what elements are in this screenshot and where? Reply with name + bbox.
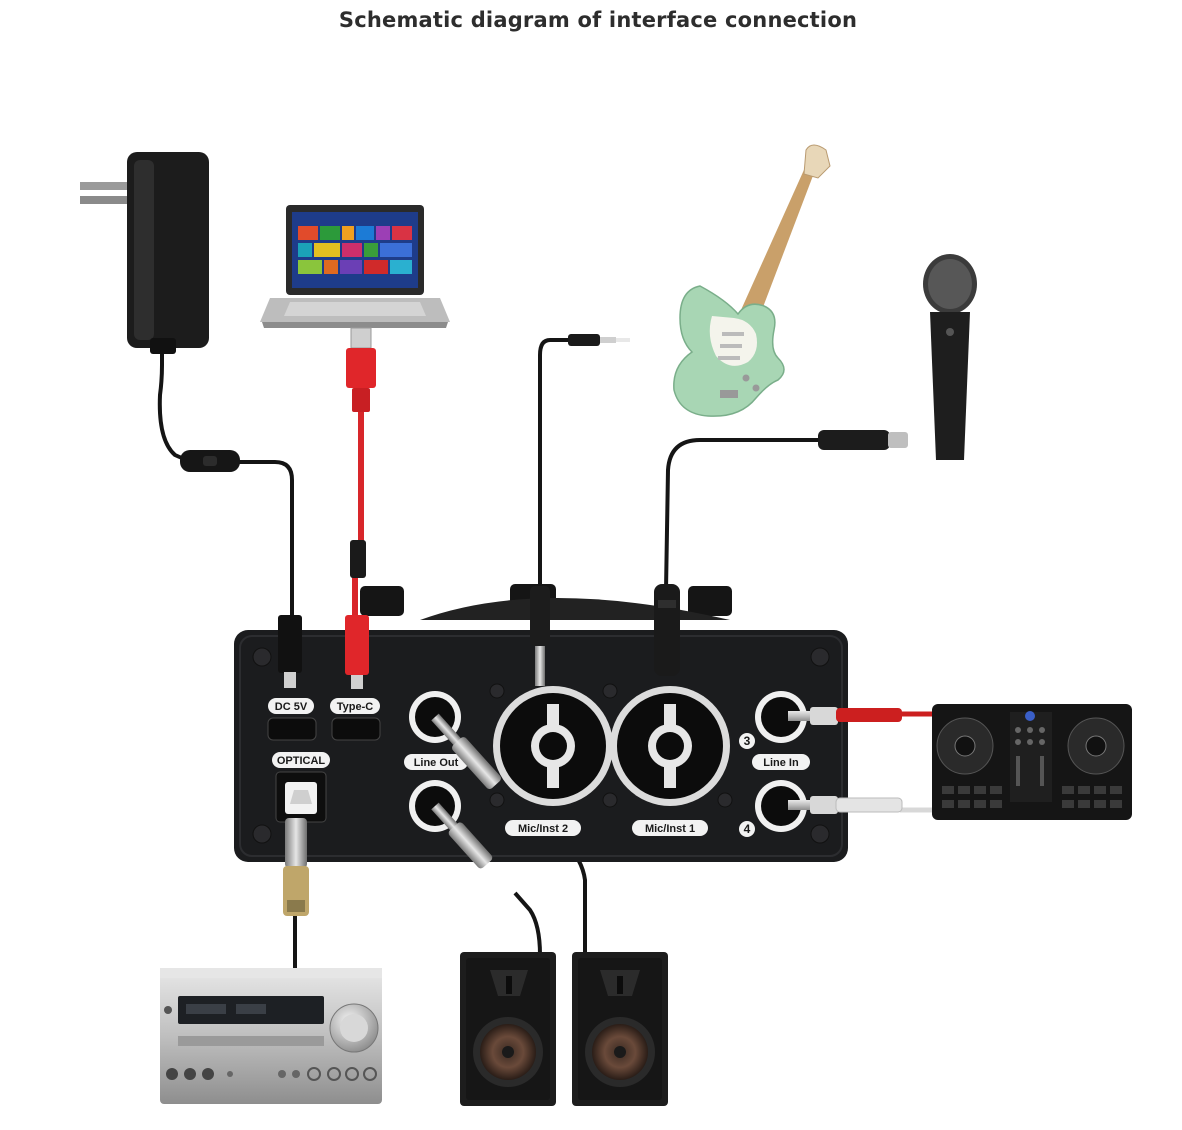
studio-monitor-speakers: [460, 952, 668, 1106]
ferrite-bead: [350, 540, 366, 578]
usb-cable: [352, 410, 364, 620]
usb-a-plug: [346, 327, 376, 412]
channel-4-label: 4: [744, 822, 751, 836]
mic-inst-2-combo-jack: [493, 586, 613, 836]
speaker-right: [572, 952, 668, 1106]
guitar-plug: [568, 334, 630, 346]
power-adapter: [80, 152, 209, 354]
page-title: Schematic diagram of interface connectio…: [338, 8, 858, 32]
laptop-screen-tiles: [298, 226, 412, 274]
optical-label: OPTICAL: [277, 755, 326, 767]
dj-controller: [932, 704, 1132, 820]
optical-port: [272, 752, 330, 916]
speaker-left: [460, 952, 556, 1106]
line-in-jacks: [739, 691, 903, 837]
dc-5v-port: [267, 615, 317, 741]
mic-inst-1-combo-jack: [610, 584, 730, 836]
dc-5v-label: DC 5V: [275, 701, 308, 713]
laptop: [260, 205, 450, 328]
channel-3-label: 3: [744, 734, 751, 748]
power-cable: [157, 345, 294, 615]
mic-inst-1-label: Mic/Inst 1: [645, 823, 695, 835]
line-out-jacks: [404, 691, 501, 869]
line-out-label: Line Out: [414, 757, 459, 769]
mic-inst-2-label: Mic/Inst 2: [518, 823, 568, 835]
microphone: [923, 254, 977, 460]
line-in-label: Line In: [763, 757, 799, 769]
mic-cable: [664, 438, 820, 591]
speaker-cable-left: [513, 891, 542, 956]
type-c-port: [330, 615, 381, 741]
hifi-amplifier: [160, 968, 382, 1104]
xlr-plug: [818, 430, 908, 450]
electric-guitar: [673, 144, 831, 417]
port-labels: DC 5V Type-C OPTICAL Line Out Line In Mi…: [275, 701, 799, 836]
type-c-label: Type-C: [337, 701, 374, 713]
guitar-cable: [538, 338, 575, 585]
